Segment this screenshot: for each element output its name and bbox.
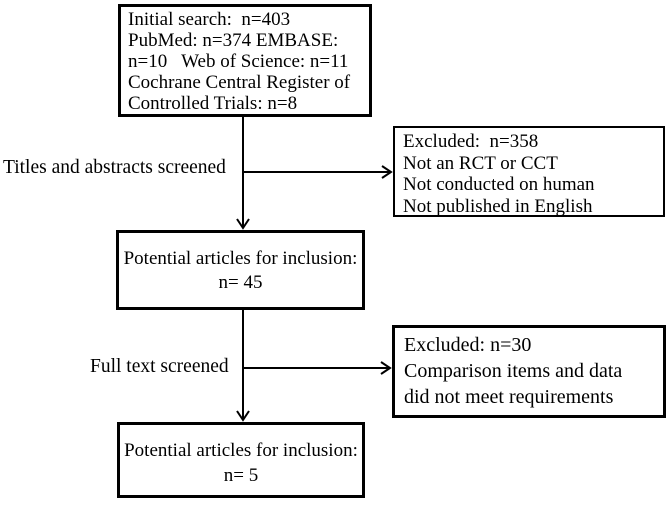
arrow-to-excluded-screening [244,165,393,179]
text-line: n=10 Web of Science: n=11 [128,51,349,72]
label-titles-abstracts-screened: Titles and abstracts screened [3,157,226,178]
text-line: Not conducted on human [403,174,595,195]
label-full-text-screened: Full text screened [90,356,229,377]
text-line: did not meet requirements [404,386,614,408]
box-excluded-screening: Excluded: n=358 Not an RCT or CCT Not co… [393,126,665,217]
text-line: Initial search: n=403 [128,9,291,30]
box-initial-search: Initial search: n=403 PubMed: n=374 EMBA… [118,4,372,117]
arrow-potential45-to-potential5 [236,310,250,422]
arrow-initial-to-potential45 [236,117,250,230]
text-line: Cochrane Central Register of [128,72,351,93]
text-line: Potential articles for inclusion: [123,248,358,269]
text-line: Not published in English [403,195,593,217]
text-line: Excluded: n=30 [404,334,532,356]
text-line: Excluded: n=358 [403,131,539,152]
text-line: Controlled Trials: n=8 [128,93,298,114]
text-line: PubMed: n=374 EMBASE: [128,30,339,51]
box-potential-inclusion-5: Potential articles for inclusion: n= 5 [117,422,365,498]
box-potential-inclusion-45: Potential articles for inclusion: n= 45 [116,230,365,310]
arrow-to-excluded-full-text [244,361,392,375]
text-line: n= 5 [223,465,259,486]
text-line: Comparison items and data [404,360,623,382]
text-line: n= 45 [218,272,263,293]
box-excluded-full-text: Excluded: n=30 Comparison items and data… [392,325,666,418]
text-line: Not an RCT or CCT [403,152,558,174]
text-line: Potential articles for inclusion: [124,440,358,461]
